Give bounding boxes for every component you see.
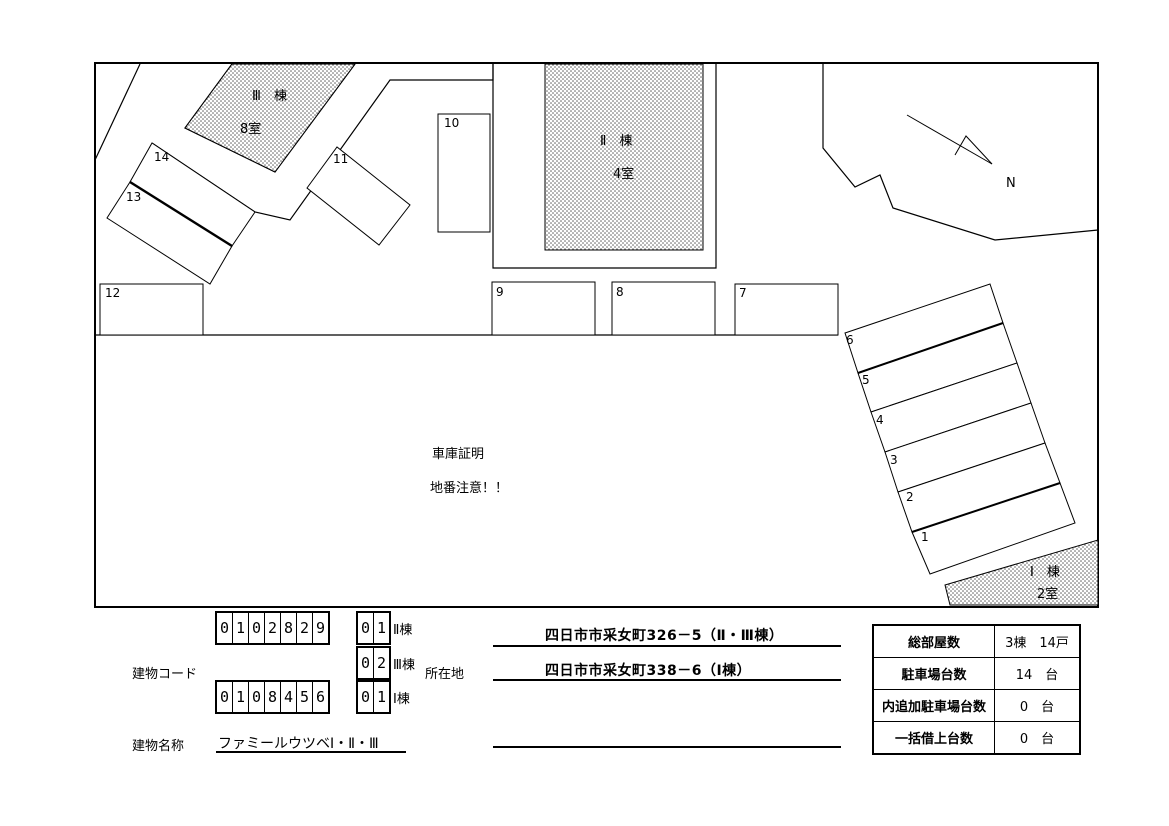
- building-1-name: Ⅰ 棟: [1030, 565, 1060, 580]
- sub-code-building-1: 0 1: [356, 680, 391, 714]
- parking-number-3: 3: [890, 453, 898, 467]
- parking-number-2: 2: [906, 490, 914, 504]
- parking-divider-13-14: [129, 180, 233, 248]
- building-3-name: Ⅲ 棟: [252, 89, 287, 104]
- table-row: 総部屋数 3棟 14戸: [872, 624, 1081, 658]
- parking-divider-1-2: [911, 482, 1061, 533]
- code-digit: 1: [376, 619, 387, 637]
- summary-table: 総部屋数 3棟 14戸 駐車場台数 14 台 内追加駐車場台数 0 台 一括借上…: [872, 624, 1081, 755]
- parking-space-8: [611, 281, 716, 336]
- parking-number-4: 4: [876, 413, 884, 427]
- summary-label-additional-parking: 内追加駐車場台数: [872, 689, 995, 722]
- building-2-rooms: 4室: [613, 166, 634, 182]
- building-3-footprint: [184, 63, 356, 173]
- address-1-underline: [493, 645, 841, 647]
- building-name-label: 建物名称: [132, 739, 185, 754]
- code-digit: 2: [297, 613, 313, 643]
- parking-number-14: 14: [154, 150, 169, 164]
- code-digit: 1: [233, 613, 249, 643]
- parking-number-11: 11: [333, 152, 348, 166]
- building-name-value: ファミールウツベⅠ・Ⅱ・Ⅲ: [218, 736, 379, 752]
- sub-code-building-3: 0 2: [356, 646, 391, 680]
- code-digit: 1: [233, 682, 249, 712]
- building-code-lower: 0 1 0 8 4 5 6: [215, 680, 330, 714]
- building-1-footprint: [944, 539, 1099, 606]
- building-code-upper: 0 1 0 2 8 2 9: [215, 611, 330, 645]
- code-digit: 0: [249, 613, 265, 643]
- parking-number-6: 6: [846, 333, 854, 347]
- code-digit: 0: [217, 613, 233, 643]
- parking-number-10: 10: [444, 116, 459, 130]
- address-2-underline: [493, 679, 841, 681]
- sub-code-building-3-label: Ⅲ棟: [393, 658, 415, 673]
- code-digit: 9: [315, 619, 326, 637]
- parking-number-12: 12: [105, 286, 120, 300]
- code-digit: 0: [249, 682, 265, 712]
- code-digit: 6: [315, 688, 326, 706]
- code-digit: 5: [297, 682, 313, 712]
- code-digit: 8: [281, 613, 297, 643]
- parking-space-9: [491, 281, 596, 336]
- building-code-label: 建物コード: [132, 667, 198, 682]
- parking-space-10: [437, 113, 491, 233]
- parking-divider-5-6: [857, 322, 1004, 374]
- table-row: 駐車場台数 14 台: [872, 657, 1081, 690]
- parking-number-7: 7: [739, 286, 747, 300]
- address-building-1: 四日市市采女町338－6（Ⅰ棟）: [545, 663, 752, 679]
- building-3-rooms: 8室: [240, 121, 261, 137]
- parking-number-1: 1: [921, 530, 929, 544]
- parking-number-8: 8: [616, 285, 624, 299]
- code-digit: 2: [265, 613, 281, 643]
- summary-label-parking-count: 駐車場台数: [872, 657, 995, 690]
- notice-lot-number-caution: 地番注意！！: [430, 480, 508, 496]
- summary-label-total-rooms: 総部屋数: [872, 624, 995, 658]
- parking-number-5: 5: [862, 373, 870, 387]
- summary-value-additional-parking: 0 台: [994, 689, 1081, 722]
- parking-space-7: [734, 283, 839, 336]
- notice-garage-certificate: 車庫証明: [432, 447, 484, 462]
- summary-value-total-rooms: 3棟 14戸: [994, 624, 1081, 658]
- code-digit: 0: [358, 648, 374, 678]
- sub-code-building-1-label: Ⅰ棟: [393, 692, 410, 707]
- code-digit: 8: [265, 682, 281, 712]
- north-label: N: [1006, 176, 1016, 191]
- building-2-name: Ⅱ 棟: [600, 134, 632, 149]
- code-digit: 2: [376, 654, 387, 672]
- north-arrow-icon: [906, 114, 993, 165]
- building-2-footprint: [544, 63, 704, 251]
- parking-space-11: [306, 146, 411, 246]
- summary-value-master-lease: 0 台: [994, 721, 1081, 755]
- sub-code-building-2-label: Ⅱ棟: [393, 623, 413, 638]
- address-buildings-2-3: 四日市市采女町326－5（Ⅱ・Ⅲ棟）: [545, 628, 784, 644]
- location-label: 所在地: [425, 667, 465, 682]
- parking-number-13: 13: [126, 190, 141, 204]
- building-name-underline: [216, 751, 406, 753]
- code-digit: 0: [358, 613, 374, 643]
- code-digit: 0: [217, 682, 233, 712]
- table-row: 一括借上台数 0 台: [872, 721, 1081, 755]
- sub-code-building-2: 0 1: [356, 611, 391, 645]
- summary-label-master-lease: 一括借上台数: [872, 721, 995, 755]
- table-row: 内追加駐車場台数 0 台: [872, 689, 1081, 722]
- code-digit: 1: [376, 688, 387, 706]
- code-digit: 4: [281, 682, 297, 712]
- code-digit: 0: [358, 682, 374, 712]
- building-1-rooms: 2室: [1037, 586, 1058, 602]
- summary-value-parking-count: 14 台: [994, 657, 1081, 690]
- parking-number-9: 9: [496, 285, 504, 299]
- parking-space-12: [99, 283, 204, 336]
- address-3-underline: [493, 746, 841, 748]
